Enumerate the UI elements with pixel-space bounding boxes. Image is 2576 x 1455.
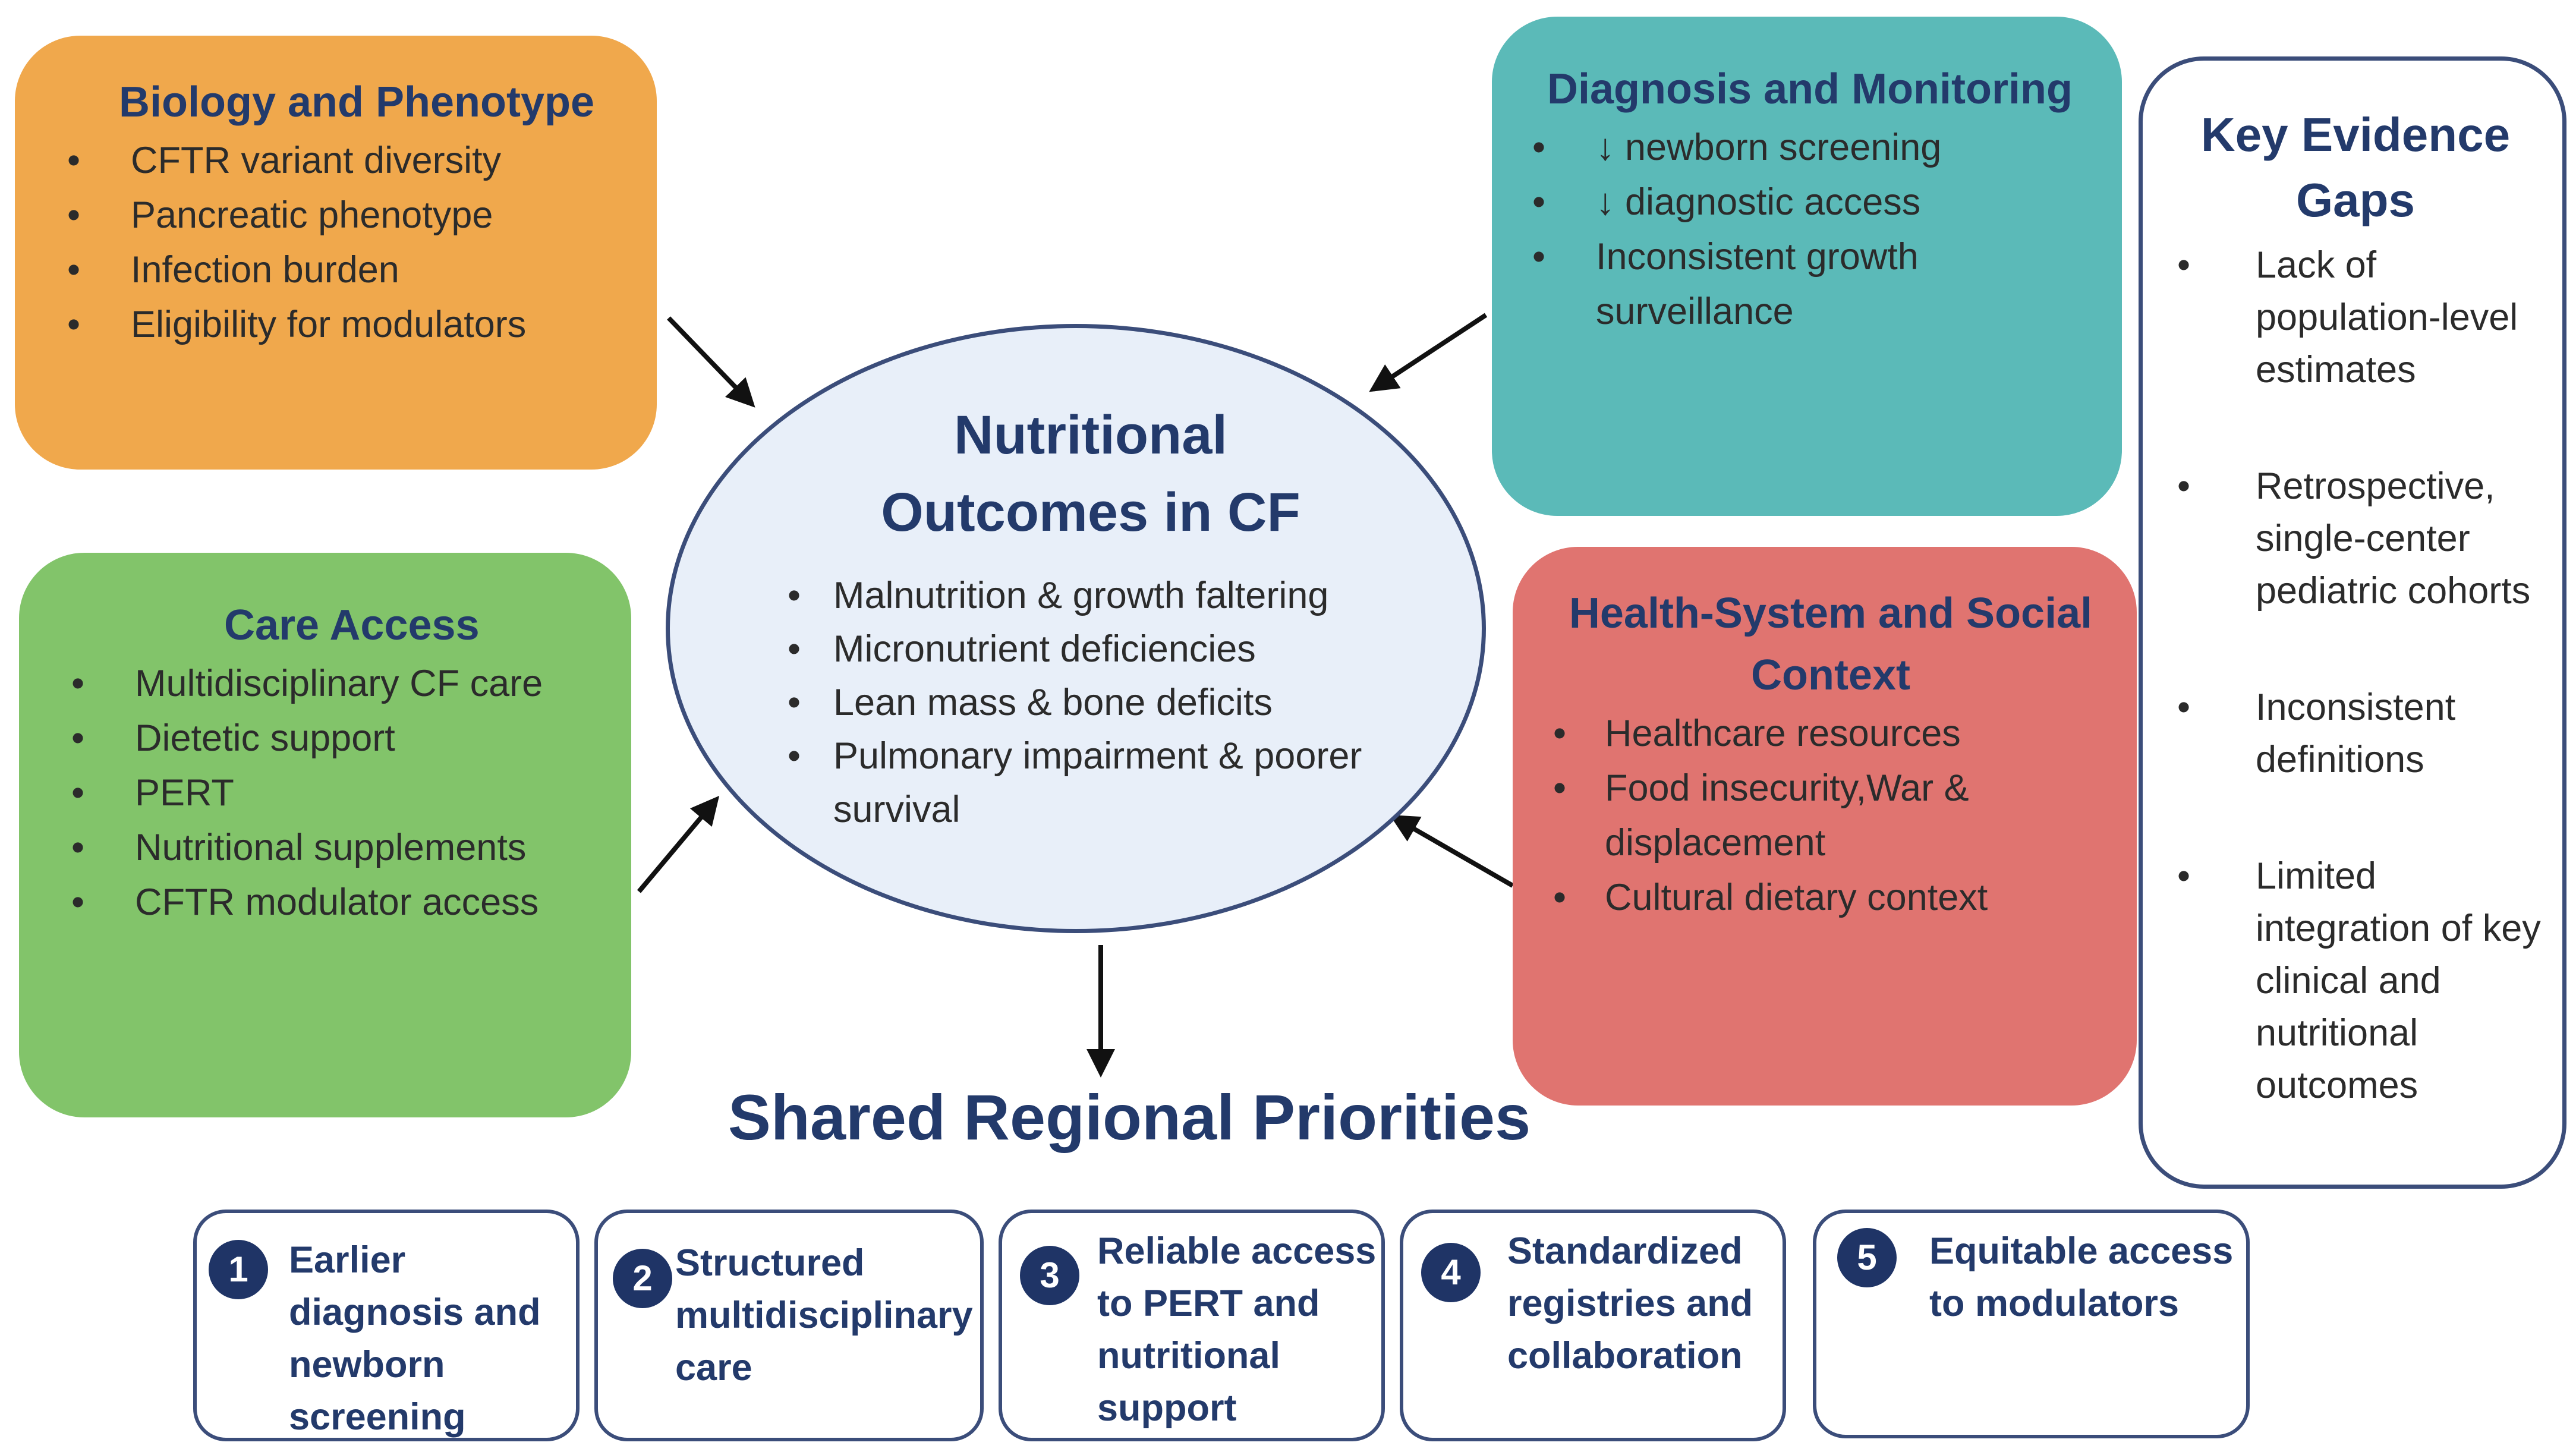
arrow-biology-to-center (667, 316, 755, 408)
list-item: ↓ diagnostic access (1516, 175, 2104, 229)
key-evidence-gaps-box: Key Evidence Gaps Lack of population-lev… (2139, 56, 2566, 1189)
list-item: Inconsistent definitions (2161, 681, 2550, 786)
diagnosis-monitoring-title: Diagnosis and Monitoring (1547, 65, 2073, 113)
list-item: CFTR modulator access (55, 875, 619, 930)
list-item: PERT (55, 766, 619, 820)
priority-card-5: 5 Equitable access to modulators (1813, 1210, 2250, 1438)
priority-text: Equitable access to modulators (1929, 1230, 2234, 1324)
care-access-box: Care Access Multidisciplinary CF care Di… (19, 553, 631, 1117)
priority-number-badge: 1 (209, 1240, 268, 1299)
priority-text: Reliable access to PERT and nutritional … (1097, 1230, 1377, 1429)
list-item: Lean mass & bone deficits (771, 676, 1410, 729)
priority-number-badge: 4 (1421, 1243, 1481, 1302)
key-evidence-gaps-list: Lack of population-level estimates Retro… (2161, 239, 2550, 1111)
list-item: Limited integration of key clinical and … (2161, 850, 2550, 1111)
list-item: Malnutrition & growth faltering (771, 569, 1410, 622)
list-item: Pancreatic phenotype (51, 188, 657, 242)
diagnosis-monitoring-box: Diagnosis and Monitoring ↓ newborn scree… (1492, 17, 2122, 516)
shared-priorities-title: Shared Regional Priorities (728, 1081, 1531, 1153)
key-evidence-gaps-title: Key Evidence Gaps (2200, 108, 2511, 226)
health-system-list: Healthcare resources Food insecurity,War… (1536, 706, 2125, 925)
list-item: Food insecurity,War & displacement (1536, 761, 2125, 870)
nutritional-outcomes-title: Nutritional Outcomes in CF (881, 405, 1300, 543)
nutritional-outcomes-list: Malnutrition & growth faltering Micronut… (771, 569, 1410, 836)
list-item: Nutritional supplements (55, 820, 619, 875)
priority-text: Standardized registries and collaboratio… (1507, 1230, 1753, 1377)
list-item: Infection burden (51, 242, 657, 297)
care-access-title: Care Access (224, 601, 480, 649)
list-item: Micronutrient deficiencies (771, 622, 1410, 676)
list-item: Healthcare resources (1536, 706, 2125, 761)
arrow-care-to-center (637, 795, 720, 893)
priority-number-badge: 2 (613, 1249, 672, 1308)
care-access-list: Multidisciplinary CF care Dietetic suppo… (55, 656, 619, 930)
biology-phenotype-list: CFTR variant diversity Pancreatic phenot… (51, 133, 657, 352)
priority-text: Structured multidisciplinary care (675, 1242, 973, 1388)
priority-number-badge: 5 (1837, 1228, 1897, 1287)
biology-phenotype-box: Biology and Phenotype CFTR variant diver… (15, 36, 657, 470)
priority-card-2: 2 Structured multidisciplinary care (594, 1210, 984, 1441)
list-item: CFTR variant diversity (51, 133, 657, 188)
biology-phenotype-title: Biology and Phenotype (119, 78, 595, 126)
arrow-diagnosis-to-center (1369, 313, 1488, 392)
nutritional-outcomes-ellipse: Nutritional Outcomes in CF Malnutrition … (666, 324, 1486, 933)
priority-text: Earlier diagnosis and newborn screening (289, 1239, 541, 1438)
diagnosis-monitoring-list: ↓ newborn screening ↓ diagnostic access … (1516, 120, 2104, 339)
list-item: Lack of population-level estimates (2161, 239, 2550, 396)
priority-card-4: 4 Standardized registries and collaborat… (1400, 1210, 1786, 1441)
list-item: Multidisciplinary CF care (55, 656, 619, 711)
list-item: Inconsistent growth surveillance (1516, 229, 2104, 339)
list-item: Retrospective, single-center pediatric c… (2161, 460, 2550, 617)
priority-card-1: 1 Earlier diagnosis and newborn screenin… (193, 1210, 580, 1441)
health-system-box: Health-System and Social Context Healthc… (1513, 547, 2137, 1106)
list-item: Eligibility for modulators (51, 297, 657, 352)
arrow-health-to-center (1390, 815, 1514, 888)
list-item: ↓ newborn screening (1516, 120, 2104, 175)
list-item: Cultural dietary context (1536, 870, 2125, 925)
priority-card-3: 3 Reliable access to PERT and nutritiona… (999, 1210, 1385, 1441)
list-item: Pulmonary impairment & poorer survival (771, 729, 1410, 836)
list-item: Dietetic support (55, 711, 619, 766)
priority-number-badge: 3 (1020, 1246, 1079, 1305)
health-system-title: Health-System and Social Context (1569, 590, 2093, 699)
